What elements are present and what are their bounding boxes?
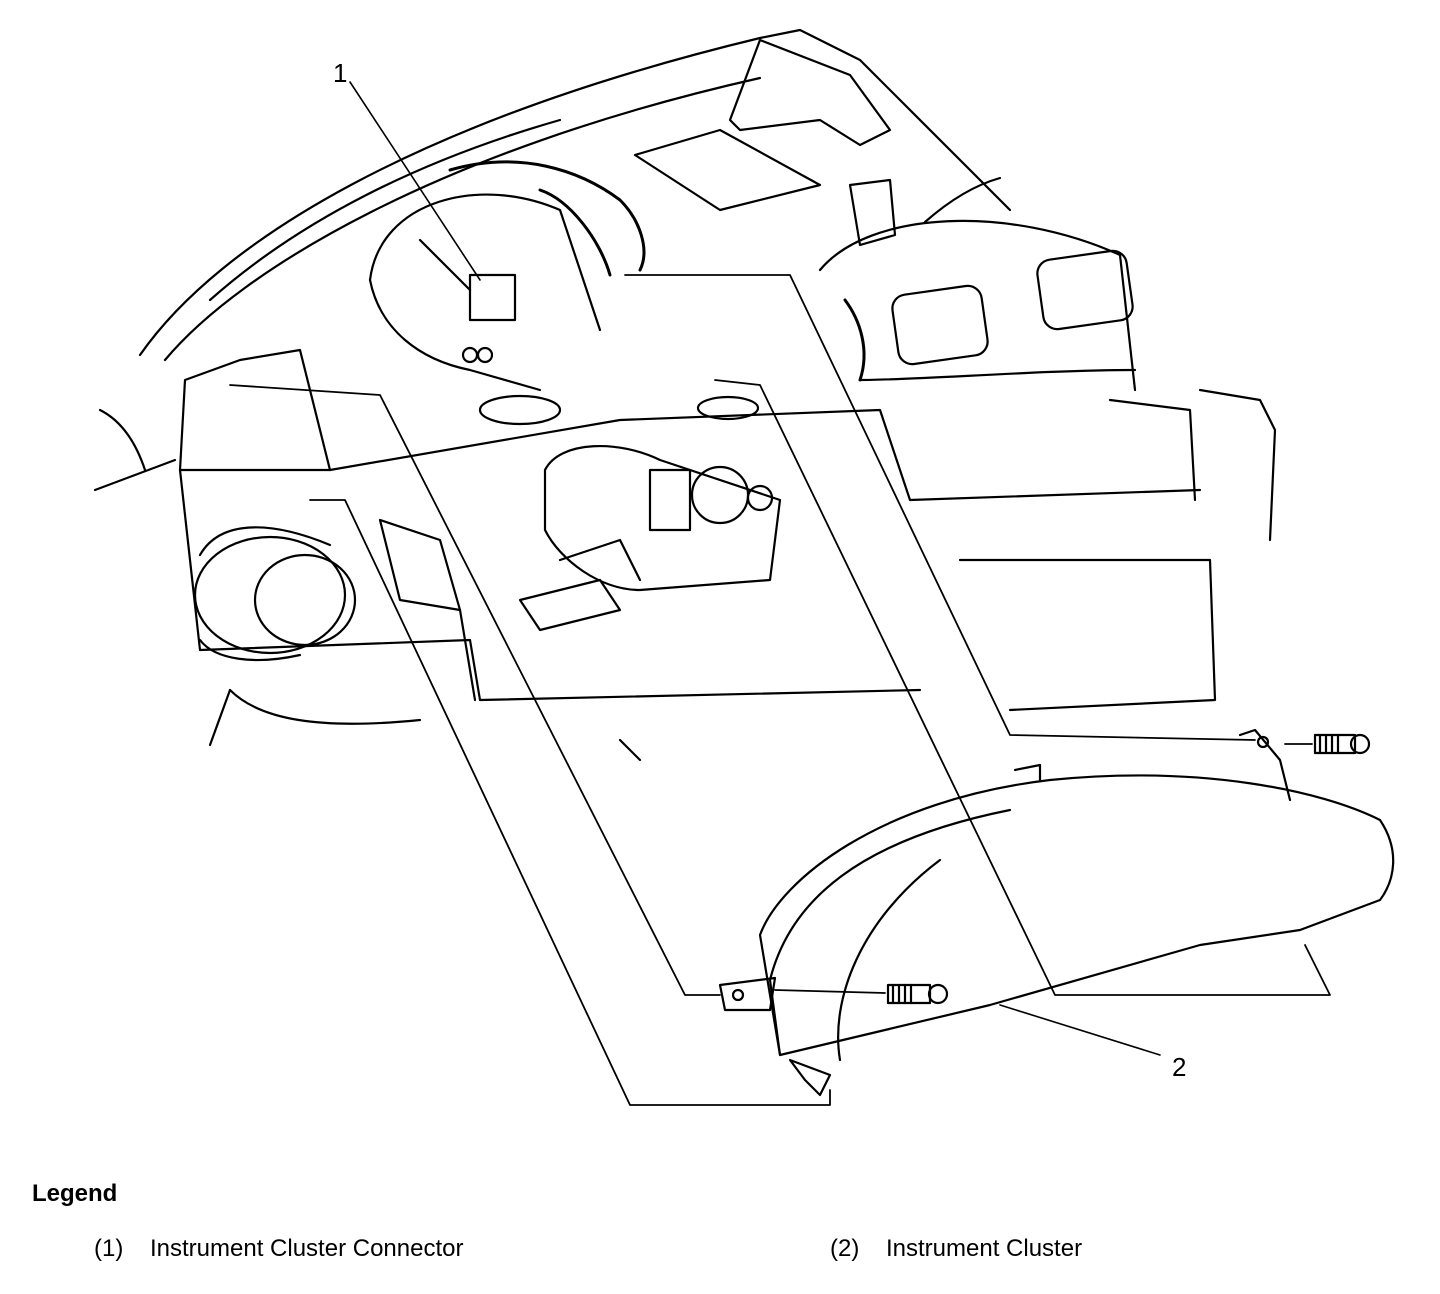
cluster-opening	[368, 193, 760, 426]
callout-leaders	[349, 81, 1161, 1056]
callout-2: 2	[1172, 1052, 1186, 1082]
wire-harness	[448, 160, 866, 382]
legend-title: Legend	[32, 1180, 118, 1207]
legend: Legend (1) Instrument Cluster Connector (…	[0, 1170, 1440, 1280]
legend-item-connector: (1) Instrument Cluster Connector	[94, 1235, 463, 1263]
upper-structure	[633, 38, 897, 247]
cluster-screw-left	[886, 983, 949, 1005]
callout-1: 1	[333, 58, 347, 88]
knee-bolster	[378, 518, 642, 762]
right-air-vents	[818, 219, 1137, 392]
steering-column	[518, 445, 782, 632]
instrument-cluster-diagram: 1 2	[93, 28, 1395, 1106]
guide-lines	[229, 274, 1331, 1106]
left-air-vent	[193, 526, 357, 662]
lower-dash-structure	[178, 348, 1277, 747]
instrument-cluster-connector	[418, 238, 517, 364]
legend-item-cluster: (2) Instrument Cluster	[830, 1235, 1082, 1263]
legend-item-label: Instrument Cluster	[886, 1235, 1083, 1262]
legend-item-number: (1)	[94, 1235, 124, 1262]
dashboard-outline	[93, 28, 1012, 492]
legend-item-number: (2)	[830, 1235, 860, 1262]
cluster-screw-right	[1313, 733, 1371, 755]
instrument-cluster	[718, 728, 1395, 1097]
legend-item-label: Instrument Cluster Connector	[150, 1235, 464, 1262]
